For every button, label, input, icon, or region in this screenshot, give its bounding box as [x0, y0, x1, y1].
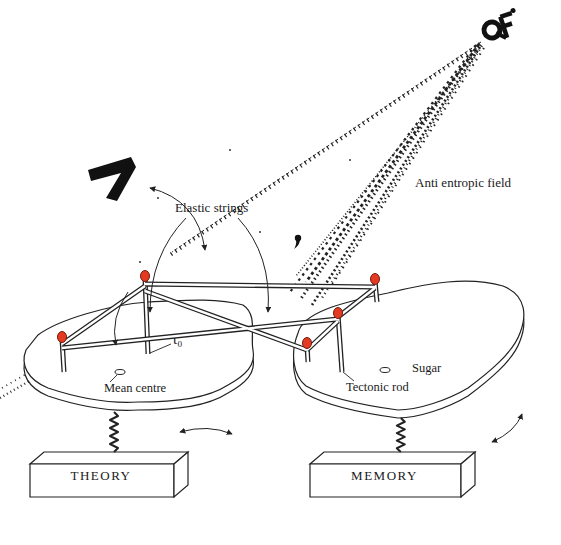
- glyph-dot: [510, 7, 516, 13]
- box-top-face: [30, 452, 188, 464]
- box-front-face: [30, 464, 174, 497]
- red-knob: [141, 271, 150, 282]
- plate-top: [24, 300, 253, 402]
- rod-knobs: [58, 271, 380, 349]
- rod-outline: [338, 315, 342, 372]
- dust-dot: [229, 149, 231, 151]
- red-knob: [334, 308, 343, 319]
- motion-arrows: [115, 188, 523, 442]
- screw-stand: [110, 412, 118, 452]
- plate-top: [294, 281, 524, 410]
- screw-stand: [397, 418, 405, 452]
- rod-core: [307, 345, 308, 362]
- box-side-face: [461, 452, 475, 497]
- rod-outline: [62, 339, 64, 372]
- string-core: [62, 284, 375, 350]
- rod-outline: [145, 278, 148, 354]
- seven-glyph: [88, 157, 136, 201]
- q-stroke: [482, 20, 502, 40]
- letter-stream: [170, 44, 480, 255]
- letter-stream: [330, 48, 484, 288]
- plate-label: Sugar: [412, 362, 441, 376]
- leader-arrow: [238, 218, 268, 312]
- rod-core: [62, 339, 64, 372]
- base-box: MEMORY: [310, 452, 475, 497]
- qf-glyph: [480, 7, 523, 43]
- letter-stream: [306, 44, 479, 282]
- box-front-face: [310, 464, 461, 497]
- letter-stream: [290, 45, 476, 292]
- plate-label: Tectonic rod: [346, 381, 409, 395]
- callout-label: Elastic strings: [175, 201, 248, 215]
- elastic-strings: [62, 284, 375, 350]
- rotation-arrow: [150, 188, 205, 250]
- dust-dot: [157, 197, 159, 199]
- dust-dot: [349, 159, 351, 161]
- tectonic-rods: [62, 278, 377, 372]
- rod-core: [375, 281, 377, 302]
- plate-shape: [288, 268, 528, 418]
- base-box: THEORY: [30, 452, 188, 497]
- rod-core: [338, 315, 342, 372]
- plate-label: Mean centre: [104, 382, 166, 396]
- base-label: MEMORY: [310, 469, 459, 483]
- plate-node: t₀ Mean centre: [18, 290, 258, 412]
- red-knob: [371, 274, 380, 285]
- rotation-arrow: [492, 414, 522, 442]
- dust-dot: [139, 261, 141, 263]
- rod-core: [145, 278, 148, 354]
- point-marker: [115, 370, 125, 375]
- rod-outline: [307, 345, 308, 362]
- rod-outline: [375, 281, 377, 302]
- letter-stream: [172, 42, 481, 252]
- leader-line: [343, 372, 354, 381]
- string-outline: [62, 284, 375, 350]
- f-stroke: [500, 13, 518, 38]
- box-side-face: [174, 452, 188, 497]
- rotation-arrow: [180, 428, 232, 434]
- box-top-face: [310, 452, 475, 464]
- comma-glyph: [294, 239, 300, 249]
- red-knob: [58, 332, 67, 343]
- plate-node: SugarTectonic rod: [288, 268, 528, 418]
- leader-line: [150, 344, 171, 353]
- leader-line: [110, 375, 117, 382]
- point-marker: [380, 368, 390, 373]
- callout-label: Anti entropic field: [415, 176, 511, 190]
- leader-arrow: [150, 218, 186, 312]
- anti-entropic-stream: [290, 44, 484, 305]
- base-label: THEORY: [30, 469, 172, 483]
- dust-dot: [259, 231, 261, 233]
- leader-arrow: [115, 292, 129, 345]
- letter-stream: [296, 45, 481, 276]
- red-knob: [303, 338, 312, 349]
- plate-label: t₀: [173, 331, 182, 348]
- letter-stream: [322, 46, 482, 298]
